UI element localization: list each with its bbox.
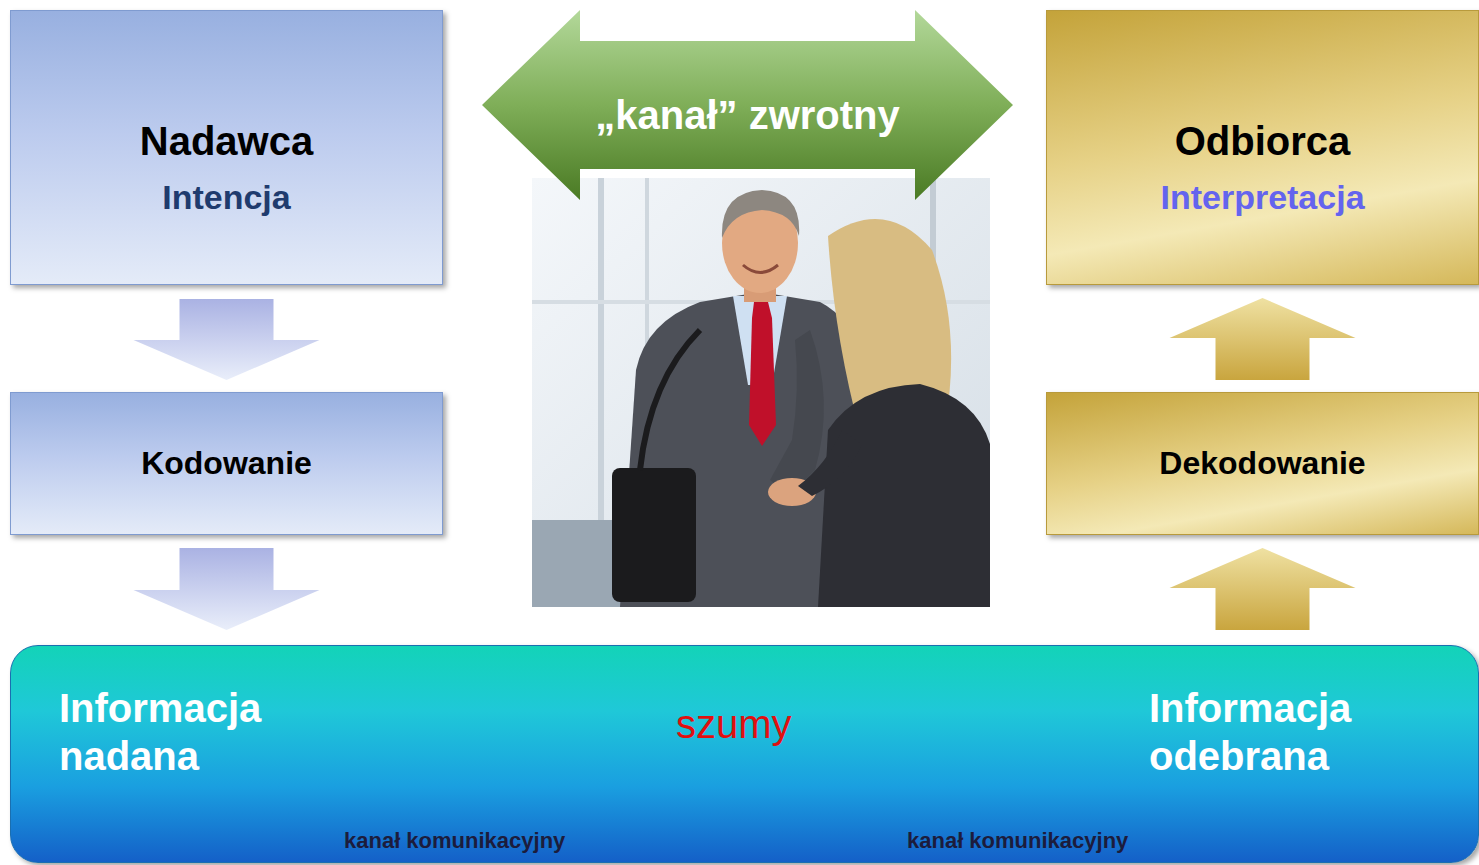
box-title: Odbiorca	[1175, 117, 1351, 165]
channel-band: Informacja nadana szumy Informacja odebran…	[10, 645, 1479, 863]
receiver-box: OdbiorcaInterpretacja	[1046, 10, 1479, 285]
information-label: Informacja nadana	[59, 684, 319, 780]
decoding-box: Dekodowanie	[1046, 392, 1479, 535]
block-arrow	[482, 10, 1013, 200]
woman-suit	[818, 384, 990, 607]
block-arrow	[1170, 298, 1356, 380]
box-subtitle: Interpretacja	[1160, 177, 1364, 218]
box-title: Kodowanie	[141, 444, 312, 482]
photo-scene	[532, 178, 990, 607]
block-arrow	[134, 548, 320, 630]
noise-label: szumy	[676, 700, 836, 748]
box-title: Nadawca	[140, 117, 313, 165]
man-smile	[743, 265, 778, 273]
man-hair	[722, 190, 799, 238]
box-title: Dekodowanie	[1159, 444, 1365, 482]
box-subtitle: Intencja	[162, 177, 290, 218]
channel-label: kanał komunikacyjny	[907, 828, 1207, 854]
block-arrow	[134, 299, 320, 380]
briefcase-strap	[640, 330, 700, 470]
woman-arm	[798, 430, 862, 496]
briefcase	[612, 468, 696, 602]
information-label: Informacja odebrana	[1149, 684, 1429, 780]
man-tie	[749, 302, 776, 446]
block-arrow	[1170, 548, 1356, 630]
channel-label: kanał komunikacyjny	[344, 828, 644, 854]
photo-background	[532, 178, 990, 607]
encoding-box: Kodowanie	[10, 392, 443, 535]
edge-label: „kanał” zwrotny	[595, 91, 900, 139]
sender-box: NadawcaIntencja	[10, 10, 443, 285]
